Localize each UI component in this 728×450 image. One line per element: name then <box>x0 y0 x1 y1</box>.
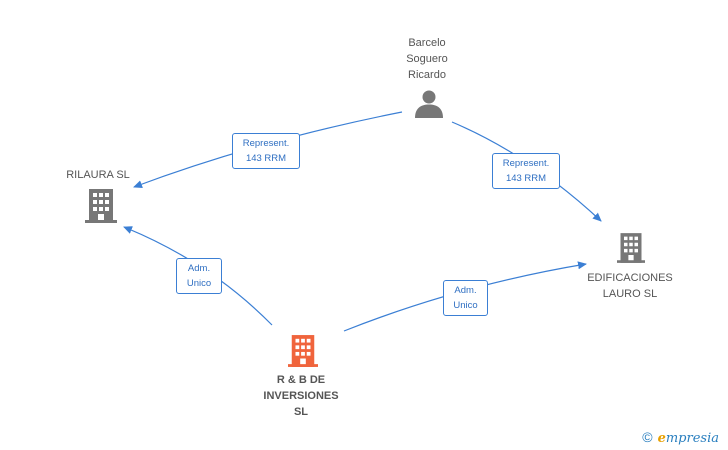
empresia-watermark[interactable]: © empresia <box>642 429 719 446</box>
node-label-line: Ricardo <box>408 69 446 81</box>
building-icon[interactable] <box>85 189 117 223</box>
edge-label-line: Represent. <box>502 158 550 169</box>
brand-name: mpresia <box>665 431 719 446</box>
edge-label-barcelo-rilaura: Represent. 143 RRM <box>232 133 300 169</box>
node-label-line: INVERSIONES <box>263 390 339 402</box>
node-label-rb[interactable]: R & B DE INVERSIONES SL <box>243 372 359 420</box>
edge-label-line: 143 RRM <box>505 173 547 184</box>
brand-initial: e <box>657 431 666 446</box>
copyright-symbol: © <box>642 429 653 445</box>
edge-label-line: Adm. <box>454 285 477 296</box>
edge-label-line: Unico <box>453 300 478 311</box>
node-label-line: Soguero <box>406 53 448 65</box>
building-icon[interactable] <box>288 334 318 368</box>
node-label-rilaura[interactable]: RILAURA SL <box>48 167 148 183</box>
node-label-edificaciones[interactable]: EDIFICACIONES LAURO SL <box>574 270 686 302</box>
edge-label-line: 143 RRM <box>245 153 287 164</box>
node-label-line: R & B DE <box>276 374 326 386</box>
node-label-line: LAURO SL <box>602 288 658 300</box>
node-label-line: Barcelo <box>408 37 446 49</box>
node-label-line: EDIFICACIONES <box>587 272 673 284</box>
edge-label-rb-rilaura: Adm. Unico <box>176 258 222 294</box>
edge-label-barcelo-edificaciones: Represent. 143 RRM <box>492 153 560 189</box>
building-icon[interactable] <box>617 231 645 265</box>
edge-label-line: Adm. <box>187 263 211 274</box>
edge-label-rb-edificaciones: Adm. Unico <box>443 280 488 316</box>
node-label-barcelo[interactable]: Barcelo Soguero Ricardo <box>377 35 477 83</box>
person-icon[interactable] <box>414 89 444 119</box>
node-label-line: RILAURA SL <box>66 169 130 181</box>
edge-label-line: Unico <box>186 278 212 289</box>
node-label-line: SL <box>293 406 309 418</box>
edge-label-line: Represent. <box>242 138 290 149</box>
